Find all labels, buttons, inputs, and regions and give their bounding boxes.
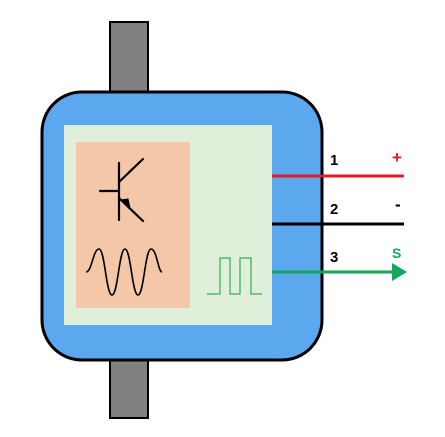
mounting-shaft-bottom (109, 351, 149, 419)
pin-3-number: 3 (330, 249, 338, 266)
pin-2-sign: - (395, 195, 401, 214)
pin-2-number: 2 (330, 201, 338, 218)
pin-3-sign: S (392, 245, 401, 261)
arrow-right-icon (392, 263, 407, 281)
transistor-icon (98, 157, 145, 223)
pin-1-sign: + (392, 148, 402, 167)
pin-1-number: 1 (330, 152, 338, 169)
square-wave-icon (207, 257, 262, 295)
sine-wave-icon (85, 248, 163, 296)
